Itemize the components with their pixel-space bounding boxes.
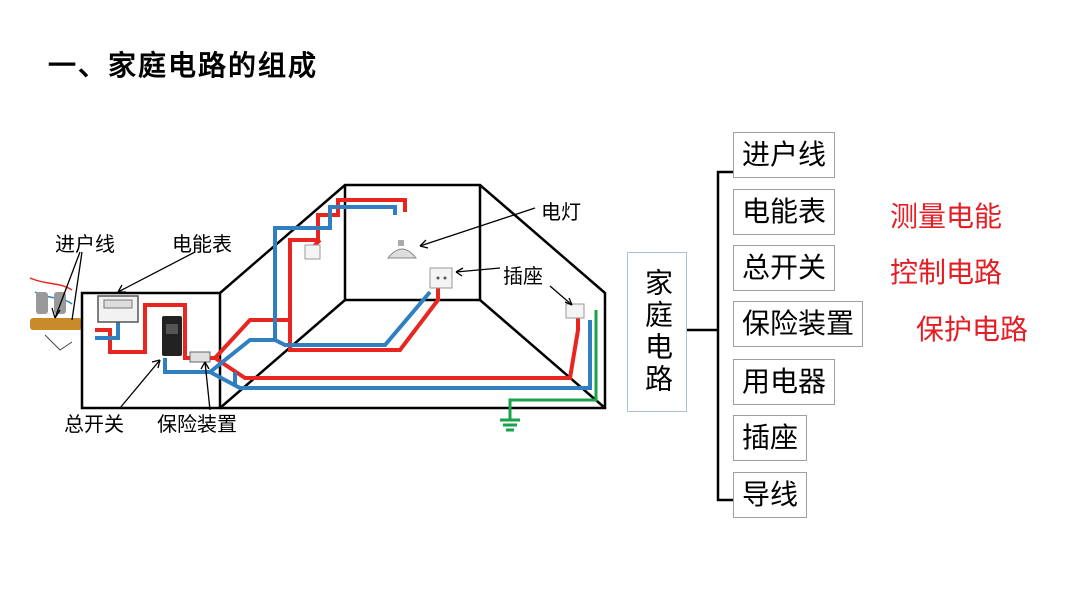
tree-item-socket: 插座 — [733, 415, 808, 461]
tree-item-appliance: 用电器 — [733, 359, 836, 405]
label-meter: 电能表 — [172, 232, 232, 256]
main-switch — [162, 316, 182, 356]
tree-root-box: 家庭电路 — [627, 252, 687, 412]
tree-item-main-switch: 总开关 — [733, 245, 836, 291]
wall-switch — [429, 267, 453, 289]
tree-item-meter: 电能表 — [733, 189, 836, 235]
fuse-device — [189, 351, 211, 363]
ceiling-switch — [304, 244, 321, 260]
tree-item-wire: 导线 — [733, 472, 808, 518]
ground-wire — [500, 310, 598, 432]
label-main-switch: 总开关 — [64, 412, 124, 436]
label-entry-line: 进户线 — [55, 232, 115, 256]
tree-item-fuse: 保险装置 — [733, 301, 864, 347]
socket — [565, 303, 585, 319]
label-fuse: 保险装置 — [157, 412, 237, 436]
house-wiring-diagram — [29, 183, 607, 432]
tree-item-entry-line: 进户线 — [733, 132, 836, 178]
tree-root: 家庭电路 — [641, 268, 674, 396]
house-outline — [80, 183, 607, 410]
label-arrows — [51, 207, 573, 411]
electric-meter — [97, 295, 139, 323]
function-meter: 测量电能 — [890, 200, 1003, 233]
function-main-switch: 控制电路 — [890, 256, 1003, 289]
function-fuse: 保护电路 — [916, 313, 1029, 346]
page-title: 一、家庭电路的组成 — [48, 49, 319, 82]
lamp — [386, 240, 418, 259]
live-wires — [95, 198, 580, 380]
label-socket: 插座 — [503, 264, 543, 288]
label-lamp: 电灯 — [541, 200, 581, 224]
neutral-wires — [95, 205, 592, 390]
